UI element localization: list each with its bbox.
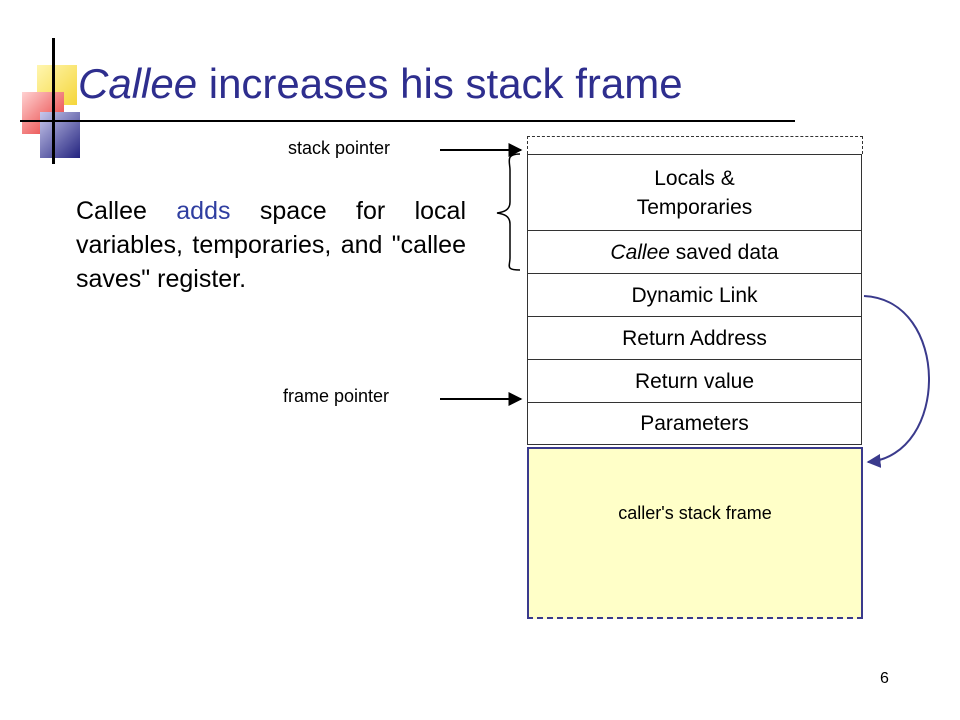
slide-title: Callee increases his stack frame — [78, 60, 683, 108]
cell-parameters: Parameters — [527, 402, 862, 445]
callee-saved-emphasis: Callee — [610, 240, 670, 264]
logo-vertical-line — [52, 38, 55, 164]
title-emphasis: Callee — [78, 60, 198, 107]
page-number: 6 — [880, 670, 889, 687]
stack-free-space — [527, 136, 863, 154]
callee-saved-rest: saved data — [669, 240, 779, 264]
title-underline — [20, 120, 795, 122]
frame-pointer-label: frame pointer — [283, 386, 390, 406]
cell-return-address: Return Address — [527, 316, 862, 359]
body-part1: Callee — [76, 197, 177, 225]
title-rest: increases his stack frame — [197, 60, 683, 107]
cell-callee-saved-data: Callee saved data — [527, 230, 862, 273]
caller-stack-frame: caller's stack frame — [527, 447, 863, 619]
cell-locals-temporaries: Locals & Temporaries — [527, 154, 862, 230]
logo-square-blue — [40, 112, 80, 158]
caller-frame-label: caller's stack frame — [618, 502, 772, 523]
dynamic-link-arrow — [863, 295, 930, 468]
stack-pointer-label: stack pointer — [288, 138, 391, 158]
body-accent: adds — [176, 197, 231, 225]
body-text: Callee adds space for local variables, t… — [76, 194, 466, 296]
body-part2: space for local variables, temporaries, … — [76, 197, 466, 293]
cell-return-value: Return value — [527, 359, 862, 402]
cell-dynamic-link: Dynamic Link — [527, 273, 862, 316]
locals-brace — [496, 153, 521, 271]
